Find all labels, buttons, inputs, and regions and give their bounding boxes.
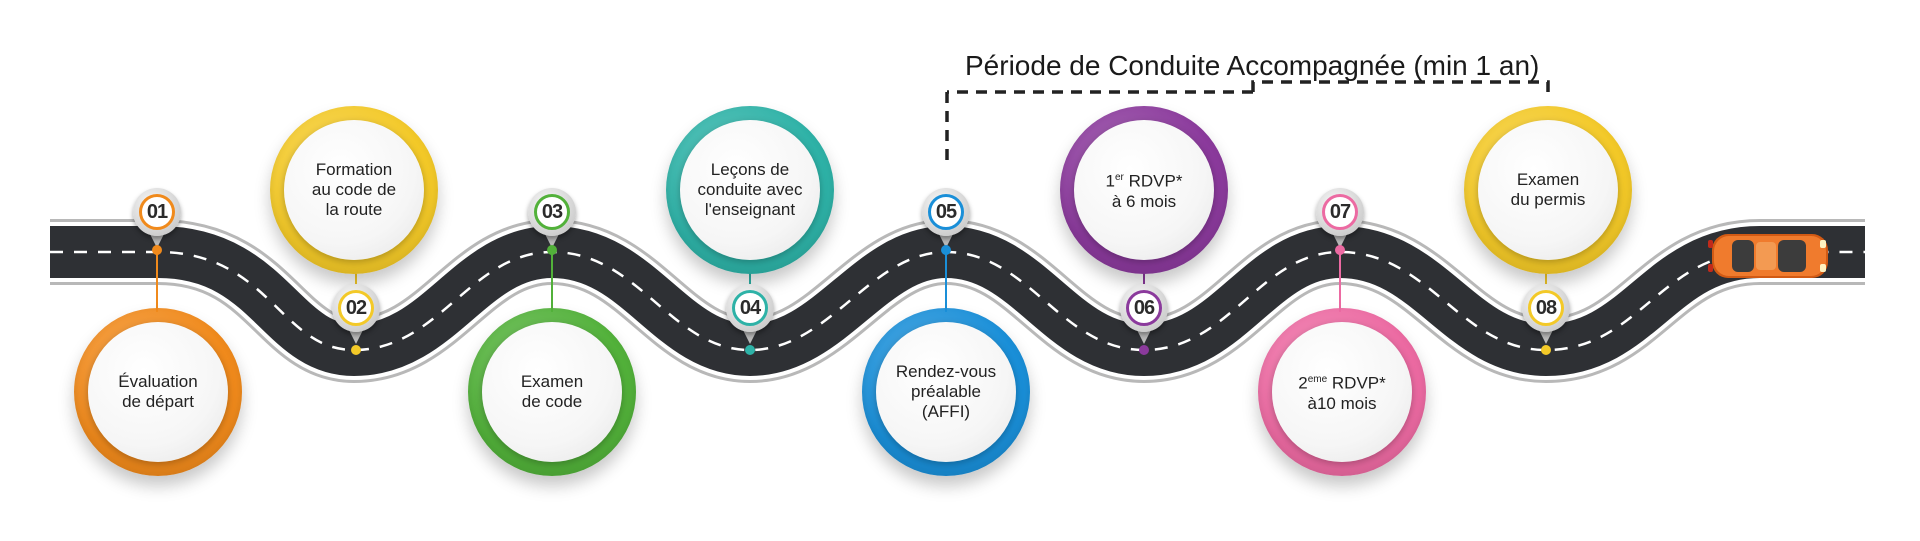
step-08-label-line: Examen bbox=[1516, 170, 1580, 189]
step-06-pin-marker: 06 bbox=[1120, 284, 1168, 348]
step-02-label-line: Formation bbox=[315, 160, 393, 179]
bracket-top bbox=[1251, 80, 1550, 92]
step-01-pin-marker: 01 bbox=[133, 188, 181, 252]
step-05-connector bbox=[945, 250, 947, 312]
step-04-connector bbox=[749, 270, 751, 286]
step-06-label: 1er RDVP*à 6 mois bbox=[1074, 120, 1214, 260]
step-02-label-line: la route bbox=[325, 200, 383, 219]
step-07-connector bbox=[1339, 250, 1341, 312]
step-04-number: 04 bbox=[739, 296, 761, 319]
step-08-pin-marker: 08 bbox=[1522, 284, 1570, 348]
step-03-connector bbox=[551, 250, 553, 312]
step-08-connector bbox=[1545, 270, 1547, 286]
step-06-circle: 1er RDVP*à 6 mois bbox=[1060, 106, 1228, 274]
step-01-label-line: de départ bbox=[122, 392, 194, 411]
step-01-label-line: Évaluation bbox=[118, 372, 198, 391]
step-05-road-dot bbox=[941, 245, 951, 255]
step-08-number: 08 bbox=[1535, 296, 1557, 319]
step-07-label: 2eme RDVP*à10 mois bbox=[1272, 322, 1412, 462]
step-04-road-dot bbox=[745, 345, 755, 355]
accompanied-driving-period-label: Période de Conduite Accompagnée (min 1 a… bbox=[965, 50, 1540, 81]
step-07-label-line: 2eme RDVP* bbox=[1298, 373, 1386, 393]
step-07-road-dot bbox=[1335, 245, 1345, 255]
step-05-label-line: préalable bbox=[911, 382, 981, 401]
step-01-road-dot bbox=[152, 245, 162, 255]
step-02-label-line: au code de bbox=[311, 180, 397, 199]
step-01-number: 01 bbox=[146, 200, 168, 223]
step-06-number: 06 bbox=[1133, 296, 1155, 319]
step-04-label-line: conduite avec bbox=[697, 180, 803, 199]
step-04-label-line: Leçons de bbox=[710, 160, 790, 179]
step-08-label-line: du permis bbox=[1510, 190, 1586, 209]
car-icon bbox=[1708, 234, 1828, 278]
step-07-number: 07 bbox=[1329, 200, 1351, 223]
step-01-connector bbox=[156, 250, 158, 312]
step-05-pin-marker: 05 bbox=[922, 188, 970, 252]
step-07-label-line: à10 mois bbox=[1307, 393, 1377, 413]
step-07-circle: 2eme RDVP*à10 mois bbox=[1258, 308, 1426, 476]
step-02-pin-marker: 02 bbox=[332, 284, 380, 348]
step-06-label-line: 1er RDVP* bbox=[1105, 171, 1183, 191]
step-03-road-dot bbox=[547, 245, 557, 255]
step-06-label-line: à 6 mois bbox=[1111, 191, 1177, 211]
step-07-pin-marker: 07 bbox=[1316, 188, 1364, 252]
step-06-road-dot bbox=[1139, 345, 1149, 355]
step-02-connector bbox=[355, 270, 357, 286]
step-02-road-dot bbox=[351, 345, 361, 355]
step-06-connector bbox=[1143, 270, 1145, 286]
step-04-pin-marker: 04 bbox=[726, 284, 774, 348]
step-02-number: 02 bbox=[345, 296, 367, 319]
step-05-number: 05 bbox=[935, 200, 957, 223]
step-03-label-line: Examen bbox=[520, 372, 584, 391]
step-05-label-line: (AFFI) bbox=[921, 402, 971, 421]
step-08-road-dot bbox=[1541, 345, 1551, 355]
step-03-number: 03 bbox=[541, 200, 563, 223]
step-05-label-line: Rendez-vous bbox=[895, 362, 997, 381]
step-03-pin-marker: 03 bbox=[528, 188, 576, 252]
step-03-label-line: de code bbox=[521, 392, 583, 411]
step-04-label-line: l'enseignant bbox=[704, 200, 796, 219]
